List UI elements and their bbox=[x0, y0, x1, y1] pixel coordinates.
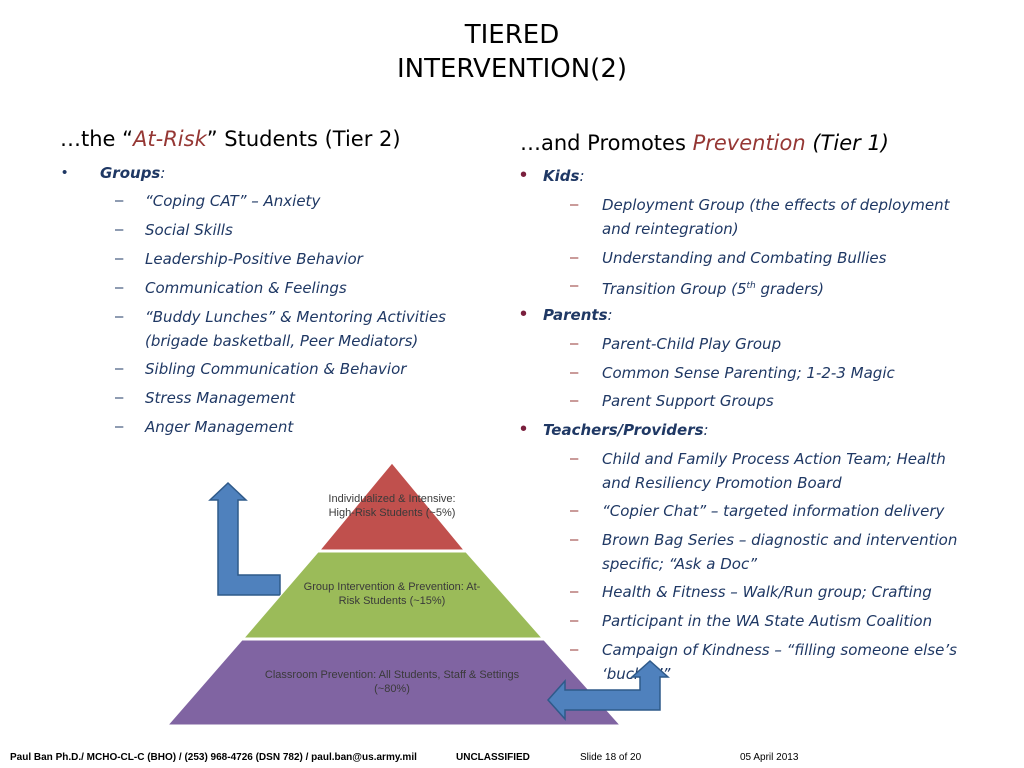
dash-marker: – bbox=[115, 221, 124, 238]
teachers-label-text: Teachers/Providers bbox=[543, 421, 704, 439]
parents-item: Parent Support Groups bbox=[602, 392, 774, 410]
title-line-2: INTERVENTION(2) bbox=[396, 54, 628, 84]
dash-marker: – bbox=[570, 583, 579, 600]
teachers-item: Child and Family Process Action Team; He… bbox=[602, 450, 946, 468]
teachers-item-continued: and Resiliency Promotion Board bbox=[602, 474, 842, 492]
right-heading-prefix: …and Promotes bbox=[520, 131, 693, 155]
tier-pyramid-diagram: Individualized & Intensive: High-Risk St… bbox=[166, 462, 670, 726]
dash-marker: – bbox=[115, 360, 124, 377]
groups-label: Groups: bbox=[100, 163, 165, 183]
right-heading-suffix: (Tier 1) bbox=[805, 131, 890, 155]
teachers-item: Health & Fitness – Walk/Run group; Craft… bbox=[602, 583, 932, 601]
teachers-item: “Copier Chat” – targeted information del… bbox=[602, 502, 945, 520]
left-item: Sibling Communication & Behavior bbox=[145, 360, 407, 378]
pyramid-tier-top bbox=[318, 462, 466, 551]
superscript-th: th bbox=[746, 281, 756, 291]
teachers-item: Participant in the WA State Autism Coali… bbox=[602, 612, 933, 630]
left-arrow-icon bbox=[546, 659, 670, 721]
dash-marker: – bbox=[570, 364, 579, 381]
groups-colon: : bbox=[160, 164, 166, 182]
groups-label-text: Groups bbox=[100, 164, 161, 182]
bullet-groups: • bbox=[62, 164, 68, 181]
transition-group-text: Transition Group (5 bbox=[602, 280, 747, 298]
pyramid-tier-middle bbox=[242, 551, 544, 639]
tier-top-label-line2: High-Risk Students (~5%) bbox=[329, 507, 456, 519]
dash-marker: – bbox=[570, 392, 579, 409]
parents-label: Parents: bbox=[543, 305, 613, 325]
tier-bottom-label-line1: Classroom Prevention: All Students, Staf… bbox=[265, 669, 520, 681]
kids-item: Understanding and Combating Bullies bbox=[602, 249, 887, 267]
pyramid-tier-bottom bbox=[166, 639, 622, 726]
left-item: Anger Management bbox=[145, 418, 294, 436]
dash-marker: – bbox=[115, 250, 124, 267]
dash-marker: – bbox=[570, 612, 579, 629]
teachers-item: Campaign of Kindness – “filling someone … bbox=[602, 641, 957, 659]
dash-marker: – bbox=[115, 418, 124, 435]
parents-colon: : bbox=[607, 306, 613, 324]
dash-marker: – bbox=[115, 389, 124, 406]
footer-classification: UNCLASSIFIED bbox=[456, 752, 530, 763]
teachers-colon: : bbox=[703, 421, 709, 439]
dash-marker: – bbox=[570, 196, 579, 213]
kids-item-continued: and reintegration) bbox=[602, 220, 739, 238]
right-heading-accent: Prevention bbox=[692, 131, 806, 155]
tier-middle-label-line1: Group Intervention & Prevention: At- bbox=[304, 581, 481, 593]
footer-author: Paul Ban Ph.D./ MCHO-CL-C (BHO) / (253) … bbox=[10, 752, 417, 763]
dash-marker: – bbox=[570, 641, 579, 658]
bullet-teachers: • bbox=[520, 418, 528, 440]
parents-item: Common Sense Parenting; 1-2-3 Magic bbox=[602, 364, 895, 382]
left-heading-prefix: …the “ bbox=[60, 127, 134, 151]
bullet-parents: • bbox=[520, 303, 528, 325]
dash-marker: – bbox=[570, 531, 579, 548]
left-column-heading: …the “At-Risk” Students (Tier 2) bbox=[60, 125, 401, 153]
dash-marker: – bbox=[570, 249, 579, 266]
slide-title: TIERED INTERVENTION(2) bbox=[0, 18, 1024, 86]
dash-marker: – bbox=[570, 502, 579, 519]
bullet-kids: • bbox=[520, 164, 528, 186]
parents-item: Parent-Child Play Group bbox=[602, 335, 782, 353]
teachers-label: Teachers/Providers: bbox=[543, 420, 709, 440]
dash-marker: – bbox=[570, 335, 579, 352]
left-item: Social Skills bbox=[145, 221, 233, 239]
left-item: Stress Management bbox=[145, 389, 296, 407]
left-heading-accent: At-Risk bbox=[133, 127, 207, 151]
right-column-heading: …and Promotes Prevention (Tier 1) bbox=[520, 129, 889, 157]
left-item: Communication & Feelings bbox=[145, 279, 347, 297]
footer-slide-number: Slide 18 of 20 bbox=[580, 752, 642, 763]
dash-marker: – bbox=[570, 277, 579, 294]
footer-date: 05 April 2013 bbox=[740, 752, 799, 763]
dash-marker: – bbox=[570, 450, 579, 467]
up-arrow-icon bbox=[208, 481, 281, 596]
teachers-item-continued: specific; “Ask a Doc” bbox=[602, 555, 757, 573]
tier-top-label-line1: Individualized & Intensive: bbox=[328, 493, 455, 505]
left-item: “Coping CAT” – Anxiety bbox=[145, 192, 321, 210]
kids-item: Transition Group (5th graders) bbox=[602, 274, 824, 301]
title-line-1: TIERED bbox=[464, 20, 560, 50]
dash-marker: – bbox=[115, 279, 124, 296]
tier-middle-label-line2: Risk Students (~15%) bbox=[339, 595, 446, 607]
kids-colon: : bbox=[579, 167, 585, 185]
dash-marker: – bbox=[115, 192, 124, 209]
left-item-continued: (brigade basketball, Peer Mediators) bbox=[145, 332, 419, 350]
parents-label-text: Parents bbox=[543, 306, 608, 324]
transition-group-suffix: graders) bbox=[755, 280, 824, 298]
left-item: “Buddy Lunches” & Mentoring Activities bbox=[145, 308, 446, 326]
dash-marker: – bbox=[115, 308, 124, 325]
kids-label-text: Kids bbox=[543, 167, 580, 185]
teachers-item: Brown Bag Series – diagnostic and interv… bbox=[602, 531, 958, 549]
tier-bottom-label-line2: (~80%) bbox=[374, 683, 410, 695]
kids-label: Kids: bbox=[543, 166, 585, 186]
left-item: Leadership-Positive Behavior bbox=[145, 250, 363, 268]
left-heading-suffix: ” Students (Tier 2) bbox=[206, 127, 401, 151]
kids-item: Deployment Group (the effects of deploym… bbox=[602, 196, 950, 214]
